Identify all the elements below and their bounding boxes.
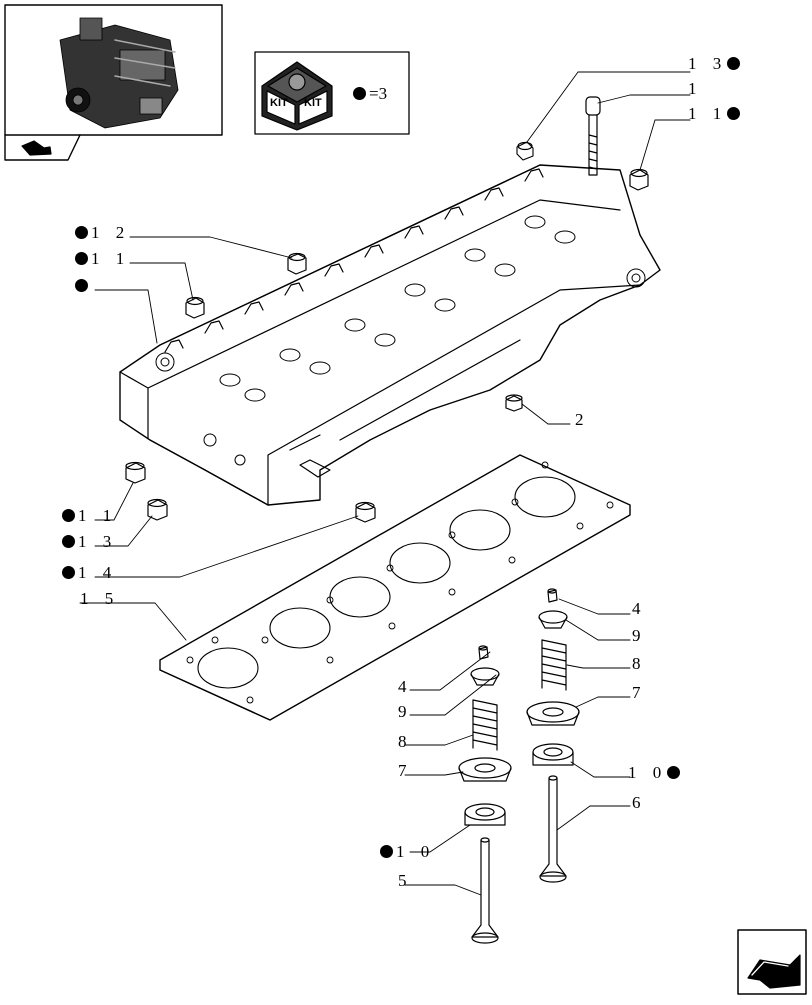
callout-label: 2 [575, 410, 590, 429]
callout-label: 1 1 [688, 104, 728, 123]
callout-9-right: 9 [632, 627, 647, 644]
callout-label: 1 5 [80, 589, 120, 608]
callout-label: 5 [398, 871, 413, 890]
callout-label: 8 [632, 654, 647, 673]
spring-retainer-right [538, 610, 568, 629]
callout-label: 4 [632, 599, 647, 618]
kit-dot-icon [727, 57, 741, 70]
screw-1[interactable] [585, 96, 601, 176]
plug-13-top[interactable] [516, 141, 534, 161]
callout-10-right: 1 0 [628, 764, 683, 781]
kit-dot-icon [75, 226, 88, 239]
plug-14[interactable] [355, 501, 376, 523]
callout-11-mid: 1 1 [75, 250, 130, 267]
kit-dot-icon [667, 766, 681, 779]
spring-seat-right [526, 701, 580, 726]
callout-4-right: 4 [632, 600, 647, 617]
back-arrow-icon[interactable] [21, 140, 52, 156]
callout-label: 1 0 [628, 763, 668, 782]
callout-label: 1 0 [396, 842, 436, 861]
callout-label: 1 1 [78, 506, 118, 525]
valve-right [539, 775, 567, 883]
callout-14: 1 4 [62, 564, 117, 581]
callout-5: 5 [398, 872, 413, 889]
callout-label: 6 [632, 793, 647, 812]
callout-label: 7 [398, 761, 413, 780]
callout-2: 2 [575, 411, 590, 428]
callout-7-left: 7 [398, 762, 413, 779]
valve-assembly-right[interactable] [526, 588, 580, 883]
kit-label-right: KIT [304, 97, 322, 109]
kit-dot-icon [62, 535, 75, 548]
cylinder-head[interactable] [119, 164, 661, 506]
callout-label: 1 [688, 79, 703, 98]
valve-left [471, 837, 499, 944]
callout-9-left: 9 [398, 703, 413, 720]
valve-cotter-right [547, 588, 558, 603]
kit-legend-box [254, 51, 410, 135]
kit-dot-icon [62, 566, 75, 579]
plug-11-top[interactable] [629, 168, 649, 191]
callout-label: 9 [632, 626, 647, 645]
head-gasket[interactable] [159, 454, 631, 721]
callout-label: 1 3 [78, 532, 118, 551]
kit-label-left: KIT [270, 97, 288, 109]
kit-dot-icon [75, 252, 88, 265]
callout-label: 1 3 [688, 54, 728, 73]
kit-legend: =3 [353, 84, 387, 104]
kit-legend-count: 3 [378, 84, 388, 103]
valve-spring-left [472, 699, 498, 751]
callout-13-top: 1 3 [688, 55, 743, 72]
kit-dot-icon [380, 845, 393, 858]
plug-12[interactable] [287, 252, 307, 275]
valve-spring-right [541, 639, 567, 691]
callout-11-top: 1 1 [688, 105, 743, 122]
callout-1: 1 [688, 80, 703, 97]
engine-thumbnail[interactable] [4, 4, 223, 161]
callout-dot-head [75, 277, 91, 294]
next-page-arrow-icon[interactable] [737, 929, 807, 995]
kit-dot-icon [353, 87, 366, 100]
callout-label: 8 [398, 732, 413, 751]
callout-8-left: 8 [398, 733, 413, 750]
callout-label: 7 [632, 683, 647, 702]
leader-lines [79, 71, 691, 896]
spring-seat-left [458, 757, 512, 782]
kit-legend-equals: = [369, 84, 379, 103]
plug-13-low[interactable] [147, 498, 168, 521]
callout-label: 4 [398, 677, 413, 696]
plug-11-low[interactable] [125, 461, 146, 484]
callout-11-low: 1 1 [62, 507, 117, 524]
callout-12: 1 2 [75, 224, 130, 241]
kit-box-icon [261, 61, 333, 131]
kit-dot-icon [75, 279, 88, 292]
callout-7-right: 7 [632, 684, 647, 701]
callout-label: 9 [398, 702, 413, 721]
spring-retainer-left [470, 667, 500, 686]
callout-10-left: 1 0 [380, 843, 435, 860]
valve-seal-left [464, 803, 506, 826]
plug-11-mid[interactable] [185, 296, 205, 319]
kit-dot-icon [62, 509, 75, 522]
callout-label: 1 1 [91, 249, 131, 268]
valve-assembly-left[interactable] [458, 645, 512, 944]
valve-cotter-left [478, 645, 489, 660]
kit-dot-icon [727, 107, 741, 120]
callout-13-low: 1 3 [62, 533, 117, 550]
callout-15: 1 5 [80, 590, 119, 607]
valve-seal-right [532, 743, 574, 766]
callout-6: 6 [632, 794, 647, 811]
callout-label: 1 4 [78, 563, 118, 582]
callout-4-left: 4 [398, 678, 413, 695]
plug-2[interactable] [505, 394, 523, 412]
callout-8-right: 8 [632, 655, 647, 672]
callout-label: 1 2 [91, 223, 131, 242]
